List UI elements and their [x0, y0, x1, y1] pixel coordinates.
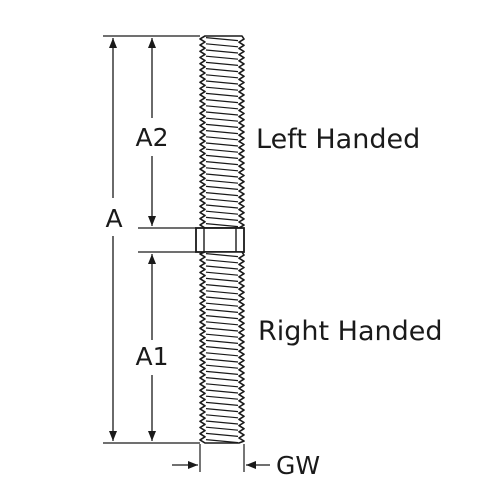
thread-crest-line — [205, 161, 239, 166]
thread-crest-line — [205, 358, 239, 363]
dimension-a2: A2 — [135, 38, 169, 226]
thread-crest-line — [205, 179, 239, 184]
thread-crest-line — [205, 296, 239, 301]
thread-crest-line — [205, 346, 239, 351]
thread-crest-line — [205, 253, 239, 258]
dimension-gw: GW — [172, 451, 320, 480]
thread-crest-line — [205, 185, 239, 190]
thread-crest-line — [205, 315, 239, 320]
thread-crest-line — [205, 383, 239, 388]
thread-crest-line — [205, 86, 239, 91]
thread-crest-line — [205, 432, 239, 437]
thread-crest-line — [205, 223, 239, 228]
thread-crest-line — [205, 92, 239, 97]
left-hand-thread-section — [199, 35, 245, 229]
thread-crest-line — [205, 173, 239, 178]
dimension-gw-label: GW — [276, 451, 320, 480]
thread-crest-line — [205, 377, 239, 382]
thread-crest-line — [205, 37, 239, 42]
thread-crest-line — [205, 192, 239, 197]
thread-crest-line — [205, 74, 239, 79]
dimension-a1: A1 — [135, 254, 169, 441]
thread-crest-line — [205, 339, 239, 344]
thread-crest-line — [205, 265, 239, 270]
thread-crest-line — [205, 49, 239, 54]
thread-crest-line — [205, 277, 239, 282]
thread-crest-line — [205, 204, 239, 209]
thread-crest-line — [205, 414, 239, 419]
thread-crest-line — [205, 426, 239, 431]
thread-crest-line — [205, 327, 239, 332]
thread-crest-line — [205, 123, 239, 128]
right-handed-label: Right Handed — [258, 316, 443, 347]
thread-crest-line — [205, 210, 239, 215]
thread-crest-line — [205, 389, 239, 394]
thread-crest-line — [205, 271, 239, 276]
thread-crest-line — [205, 216, 239, 221]
thread-crest-line — [205, 43, 239, 48]
extension-lines — [103, 35, 245, 472]
thread-crest-line — [205, 364, 239, 369]
thread-crest-line — [205, 333, 239, 338]
thread-crest-line — [205, 284, 239, 289]
dimension-a: A — [105, 38, 123, 441]
thread-crest-line — [205, 395, 239, 400]
thread-crest-line — [205, 80, 239, 85]
thread-crest-line — [205, 290, 239, 295]
thread-crest-line — [205, 99, 239, 104]
thread-crest-line — [205, 439, 239, 444]
thread-crest-line — [205, 105, 239, 110]
thread-crest-line — [205, 61, 239, 66]
thread-crest-line — [205, 130, 239, 135]
thread-crest-line — [205, 401, 239, 406]
thread-crest-line — [205, 68, 239, 73]
thread-crest-line — [205, 302, 239, 307]
right-hand-thread-section — [199, 251, 245, 444]
thread-crest-line — [205, 117, 239, 122]
thread-crest-line — [205, 259, 239, 264]
thread-crest-line — [205, 198, 239, 203]
thread-crest-line — [205, 370, 239, 375]
left-handed-label: Left Handed — [256, 124, 420, 155]
thread-crest-line — [205, 420, 239, 425]
thread-crest-line — [205, 352, 239, 357]
thread-crest-line — [205, 136, 239, 141]
thread-crest-line — [205, 408, 239, 413]
thread-crest-line — [205, 142, 239, 147]
dimension-a1-label: A1 — [135, 342, 168, 371]
thread-crest-line — [205, 55, 239, 60]
thread-crest-line — [205, 167, 239, 172]
thread-crest-line — [205, 111, 239, 116]
dimension-a-label: A — [105, 204, 122, 233]
thread-crest-line — [205, 154, 239, 159]
center-collar — [195, 227, 245, 253]
thread-crest-line — [205, 148, 239, 153]
dimension-a2-label: A2 — [135, 123, 168, 152]
thread-crest-line — [205, 321, 239, 326]
thread-crest-line — [205, 308, 239, 313]
